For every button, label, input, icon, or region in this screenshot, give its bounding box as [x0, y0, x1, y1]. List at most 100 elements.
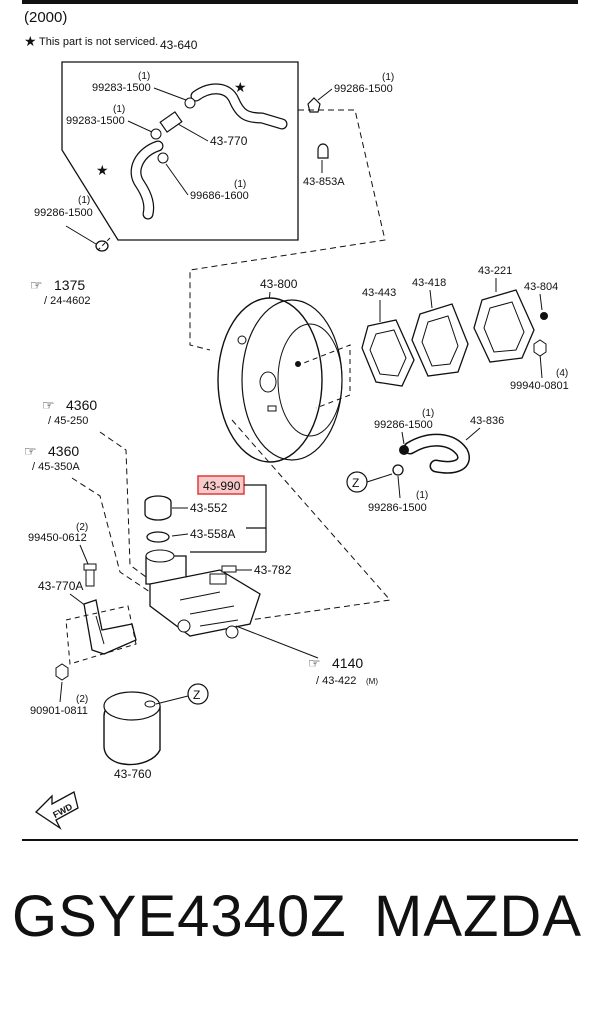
booster-port-icon	[267, 405, 277, 412]
cylinder-fitting	[209, 573, 227, 585]
label-43-558a: 43-558A	[190, 527, 235, 541]
cylinder-detail	[179, 591, 239, 627]
label-43-443: 43-443	[362, 287, 396, 299]
mid-clip-part: 99283-1500	[66, 115, 125, 127]
leader-hose2-clip1	[401, 431, 405, 445]
gasket-43-443-inner	[369, 329, 407, 377]
bottom-rule	[22, 839, 578, 841]
lower-hose-fill	[131, 141, 163, 219]
label-43-990: 43-990	[203, 479, 241, 493]
leader-nut	[539, 353, 543, 379]
ref-4140-number: 4140	[332, 655, 363, 671]
right-clip-part: 99286-1500	[334, 83, 393, 95]
label-43-770a: 43-770A	[38, 579, 83, 593]
gasket-43-221-inner	[483, 301, 525, 353]
leader-hose2-clip2	[397, 475, 401, 499]
booster-rear-ring	[277, 323, 343, 437]
label-43-804: 43-804	[524, 281, 558, 293]
dashed-guide-4360b	[71, 477, 157, 597]
bolt-head-icon	[83, 563, 97, 571]
check-valve-icon	[159, 111, 183, 133]
ref-4360a-number: 4360	[66, 397, 97, 413]
reservoir-neck	[145, 549, 175, 563]
gasket-43-418-inner	[421, 315, 459, 367]
brand-name: MAZDA	[374, 884, 582, 949]
bolt-part: 99450-0612	[28, 532, 87, 544]
dashed-guide-bracket	[65, 605, 137, 665]
bolt-qty: (2)	[76, 522, 88, 533]
gasket-43-443	[361, 319, 415, 387]
label-43-836: 43-836	[470, 415, 504, 427]
ref-4360b-number: 4360	[48, 443, 79, 459]
ref-1375-number: 1375	[54, 277, 85, 293]
ref-1375-sub: / 24-4602	[44, 295, 90, 307]
gasket-43-418	[411, 303, 469, 377]
hose2-clip2-qty: (1)	[416, 490, 428, 501]
year-label: (2000)	[24, 9, 67, 26]
ref-4140-sub: / 43-422	[316, 675, 356, 687]
ref-4140-mark: (M)	[366, 677, 378, 686]
leader-mid-clip	[127, 120, 153, 133]
dashed-guide-booster	[295, 344, 351, 409]
label-43-853a: 43-853A	[303, 176, 345, 188]
not-serviced-note: This part is not serviced.	[39, 36, 158, 48]
leader-43-558a	[171, 533, 189, 537]
ref-4360b-arrow-icon: ☞	[24, 443, 37, 459]
label-43-221: 43-221	[478, 265, 512, 277]
mid-clip-icon	[150, 128, 162, 140]
nut-99940-icon	[533, 339, 547, 357]
leader-upper-clip	[153, 87, 187, 101]
label-43-800: 43-800	[260, 277, 298, 291]
leader-z-left	[155, 695, 189, 705]
dashed-guide-left	[97, 237, 111, 251]
z-marker-left	[187, 683, 209, 705]
label-43-760: 43-760	[114, 767, 152, 781]
tank-port	[144, 700, 156, 708]
upper-clip-qty: (1)	[138, 71, 150, 82]
tank-43-760-top	[103, 691, 161, 721]
hose2-clip2-icon	[392, 464, 404, 476]
hose2-clip1-icon	[399, 445, 409, 455]
right-clip-icon	[307, 97, 321, 113]
leader-43-770a	[69, 593, 87, 607]
cylinder-body	[149, 569, 261, 637]
booster-valve-icon	[237, 335, 247, 345]
leader-lower-clip	[165, 163, 189, 196]
upper-hose-star-icon: ★	[234, 79, 247, 95]
connector-icon	[317, 143, 329, 159]
leader-4140	[235, 625, 319, 659]
leader-43-804	[539, 293, 543, 311]
parts-diagram: (2000) ★ This part is not serviced. 43-6…	[24, 9, 569, 830]
hose2-clip1-part: 99286-1500	[374, 419, 433, 431]
bracket-detail	[95, 615, 105, 645]
leader-bolt	[79, 544, 89, 565]
z-marker-right-label: Z	[352, 476, 359, 490]
z-marker-left-label: Z	[193, 688, 200, 702]
lower-clip-part: 99686-1600	[190, 190, 249, 202]
label-43-640: 43-640	[160, 38, 198, 52]
left-clip-part: 99286-1500	[34, 207, 93, 219]
lower-hose-star-icon: ★	[96, 162, 109, 178]
mid-clip-qty: (1)	[113, 104, 125, 115]
ref-1375-arrow-icon: ☞	[30, 277, 43, 293]
group-box	[61, 61, 299, 241]
strainer-icon	[146, 531, 170, 543]
leader-left-clip	[65, 225, 97, 245]
leader-nut2	[59, 681, 63, 703]
seal-43-782-icon	[221, 565, 237, 573]
label-43-782: 43-782	[254, 563, 292, 577]
lower-clip-qty: (1)	[234, 179, 246, 190]
hose2-clip1-qty: (1)	[422, 408, 434, 419]
bracket-43-990	[244, 484, 267, 529]
ref-4360a-sub: / 45-250	[48, 415, 88, 427]
forward-arrow-icon: FWD	[34, 791, 79, 830]
label-43-418: 43-418	[412, 277, 446, 289]
ref-4360a-arrow-icon: ☞	[42, 397, 55, 413]
right-clip-qty: (1)	[382, 72, 394, 83]
leader-43-418	[429, 289, 433, 309]
part-number: GSYE4340Z	[12, 884, 347, 949]
not-serviced-star-icon: ★	[24, 33, 37, 49]
leader-z-right	[366, 473, 393, 483]
label-43-552: 43-552	[190, 501, 228, 515]
reservoir-cap-body	[144, 502, 172, 521]
